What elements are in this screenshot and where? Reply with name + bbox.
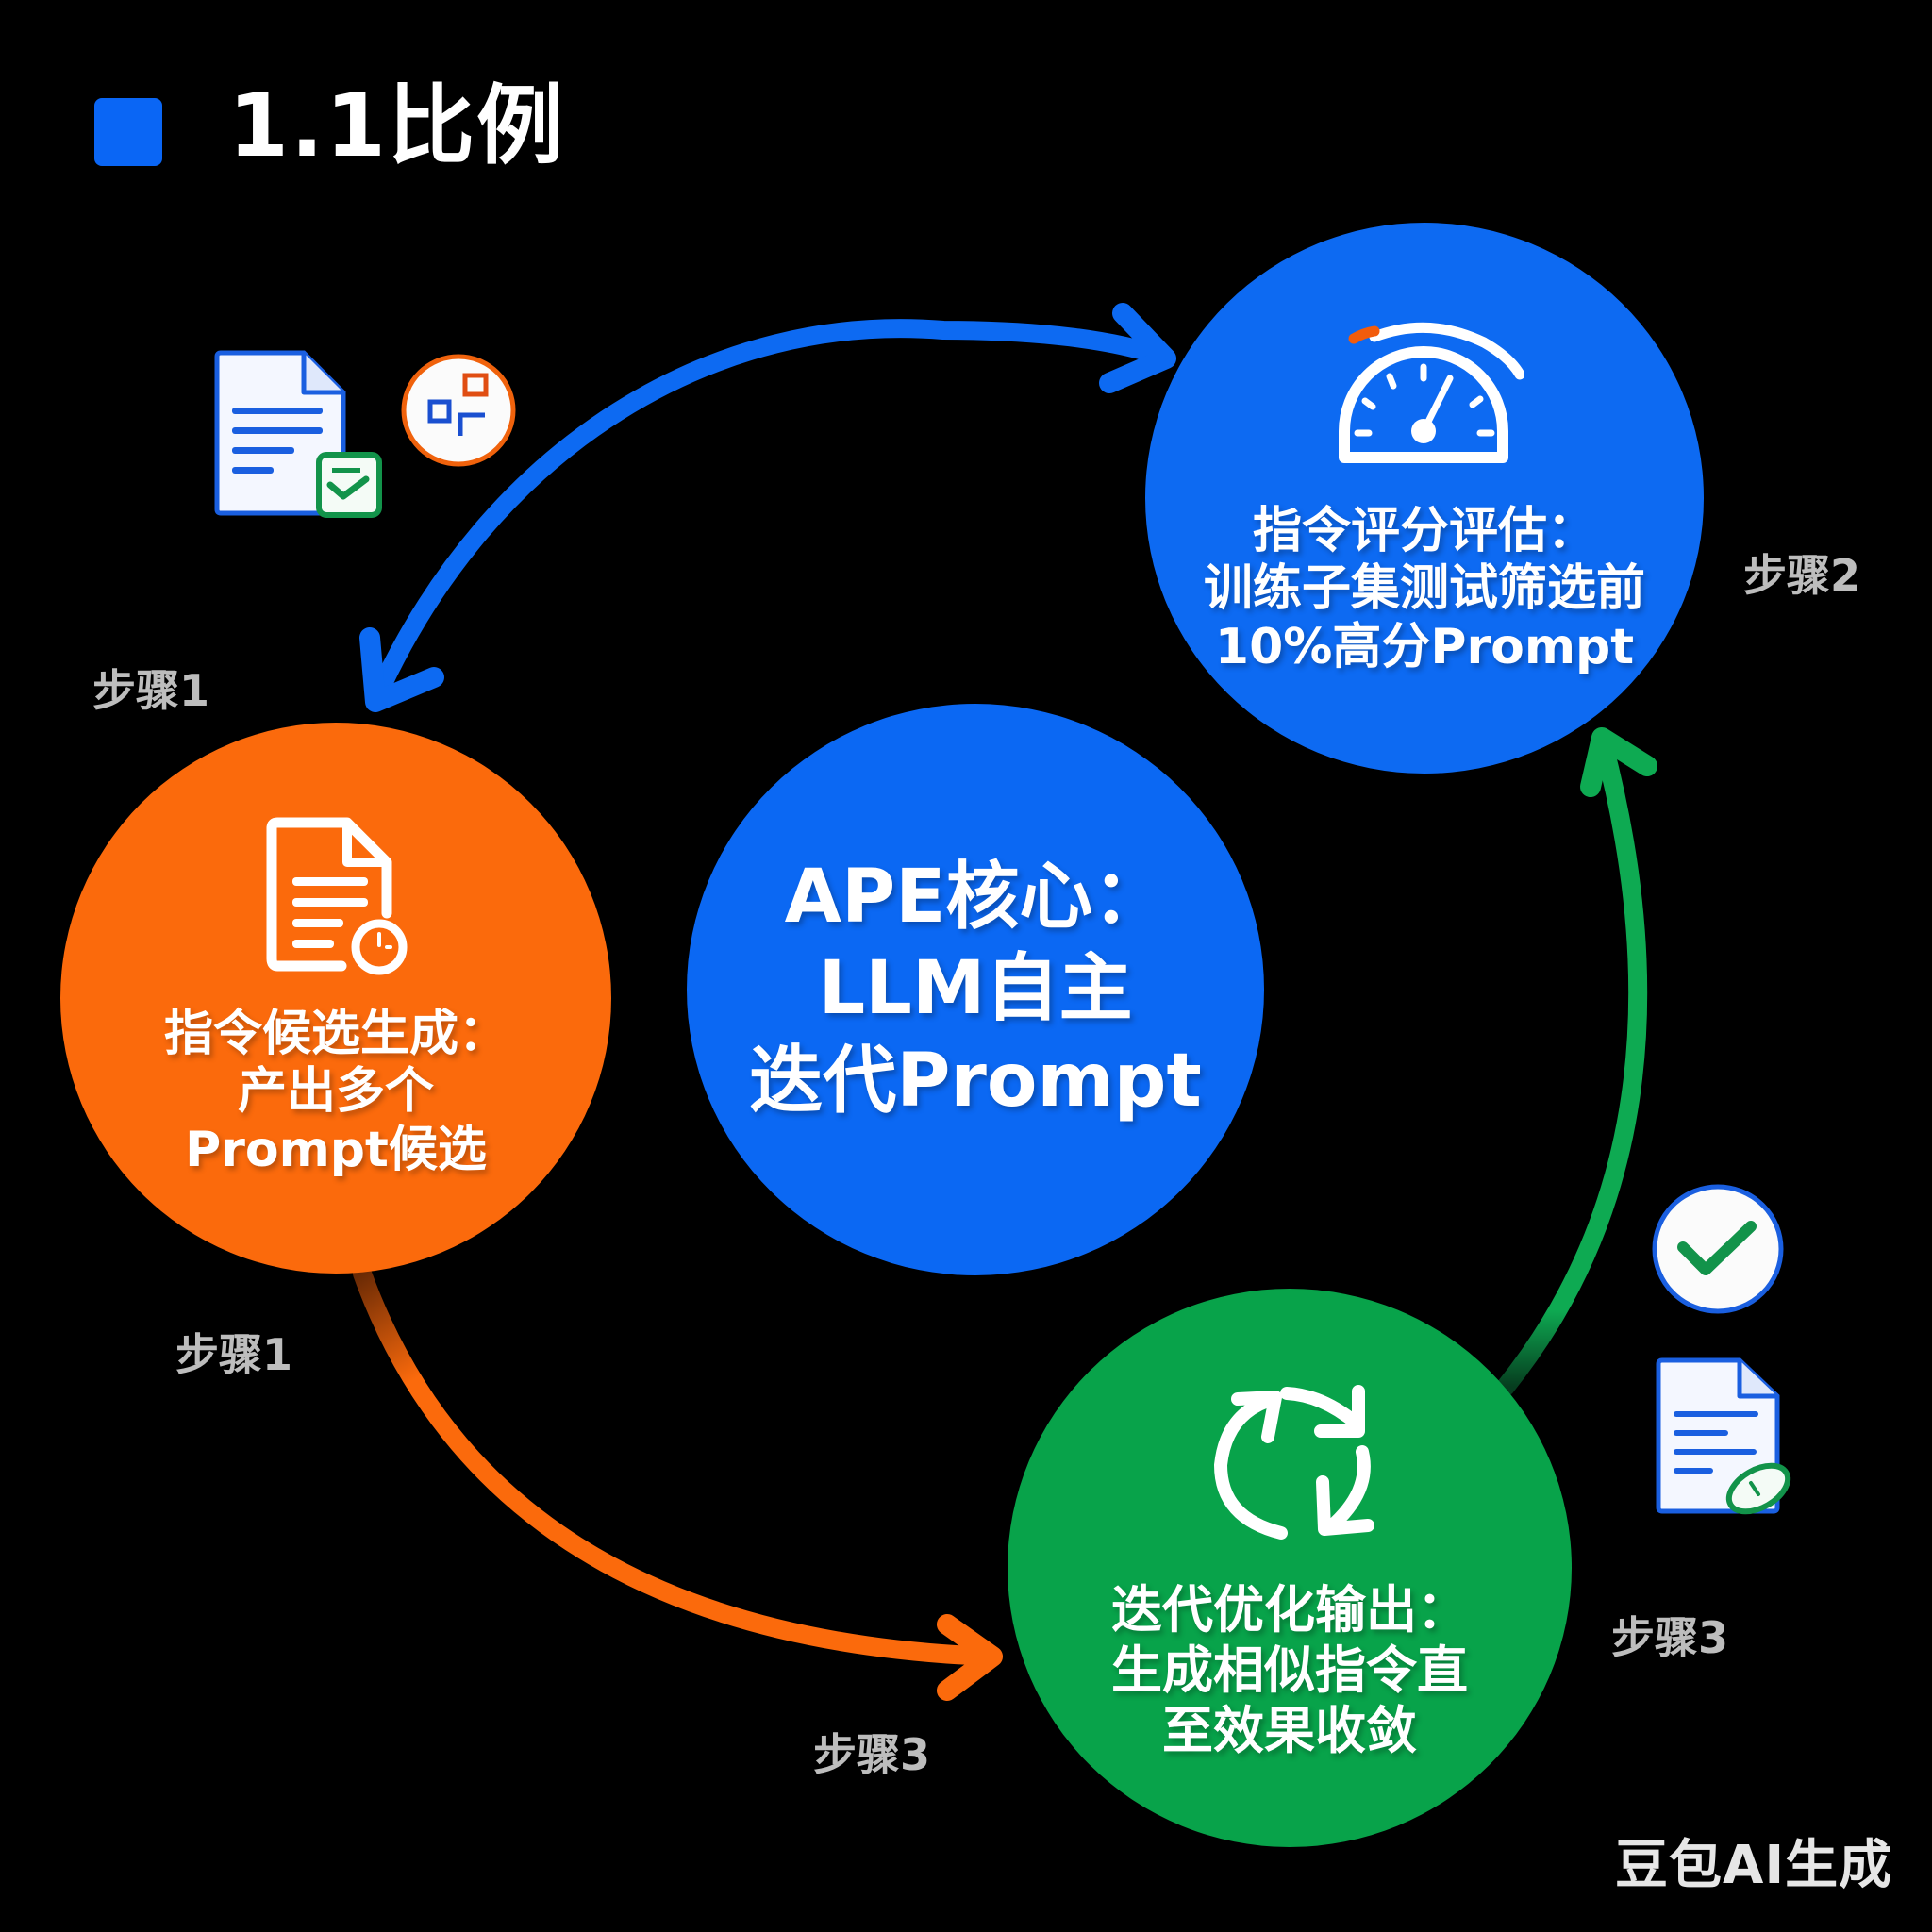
node-title: 指令评分评估：	[1252, 502, 1596, 559]
blue-arrow	[359, 303, 1176, 712]
green-arrow	[1496, 727, 1657, 1396]
document-check-icon	[214, 350, 382, 518]
step-label-1-top: 步骤1	[92, 665, 210, 716]
title-accent-square	[94, 98, 162, 166]
page-title: 1.1比例	[228, 75, 565, 176]
checkmark-circle-icon	[1652, 1184, 1784, 1314]
node-desc-line: 产出多个	[237, 1063, 434, 1121]
core-concept-circle: APE核心： LLM自主 迭代Prompt	[687, 704, 1264, 1275]
core-title: APE核心：	[784, 854, 1167, 940]
document-clock-icon	[260, 817, 411, 981]
node-desc-line: 至效果收敛	[1162, 1700, 1417, 1760]
node-desc-line: 10%高分Prompt	[1214, 618, 1635, 675]
step-label-3-right: 步骤3	[1611, 1612, 1729, 1663]
node-desc-line: 生成相似指令直	[1111, 1641, 1468, 1701]
core-line: LLM自主	[818, 946, 1133, 1032]
node-iterative-optimization: 迭代优化输出： 生成相似指令直 至效果收敛	[1008, 1289, 1572, 1847]
watermark: 豆包AI生成	[1615, 1835, 1893, 1896]
node-title: 指令候选生成：	[163, 1005, 508, 1062]
orange-arrow	[353, 1264, 1003, 1701]
step-label-2: 步骤2	[1743, 550, 1861, 601]
node-candidate-generation: 指令候选生成： 产出多个 Prompt候选	[60, 723, 611, 1274]
node-scoring-evaluation: 指令评分评估： 训练子集测试筛选前 10%高分Prompt	[1145, 223, 1704, 774]
node-title: 迭代优化输出：	[1111, 1580, 1468, 1641]
document-mouse-icon	[1656, 1357, 1791, 1515]
step-label-3-bottom: 步骤3	[813, 1729, 931, 1780]
node-desc-line: 训练子集测试筛选前	[1203, 560, 1645, 618]
step-label-1-bottom: 步骤1	[175, 1329, 293, 1380]
shapes-circle-icon	[401, 354, 516, 467]
refresh-cycle-icon	[1200, 1374, 1379, 1548]
speedometer-gauge-icon	[1325, 320, 1525, 475]
node-desc-line: Prompt候选	[185, 1121, 487, 1178]
core-line: 迭代Prompt	[749, 1038, 1202, 1124]
